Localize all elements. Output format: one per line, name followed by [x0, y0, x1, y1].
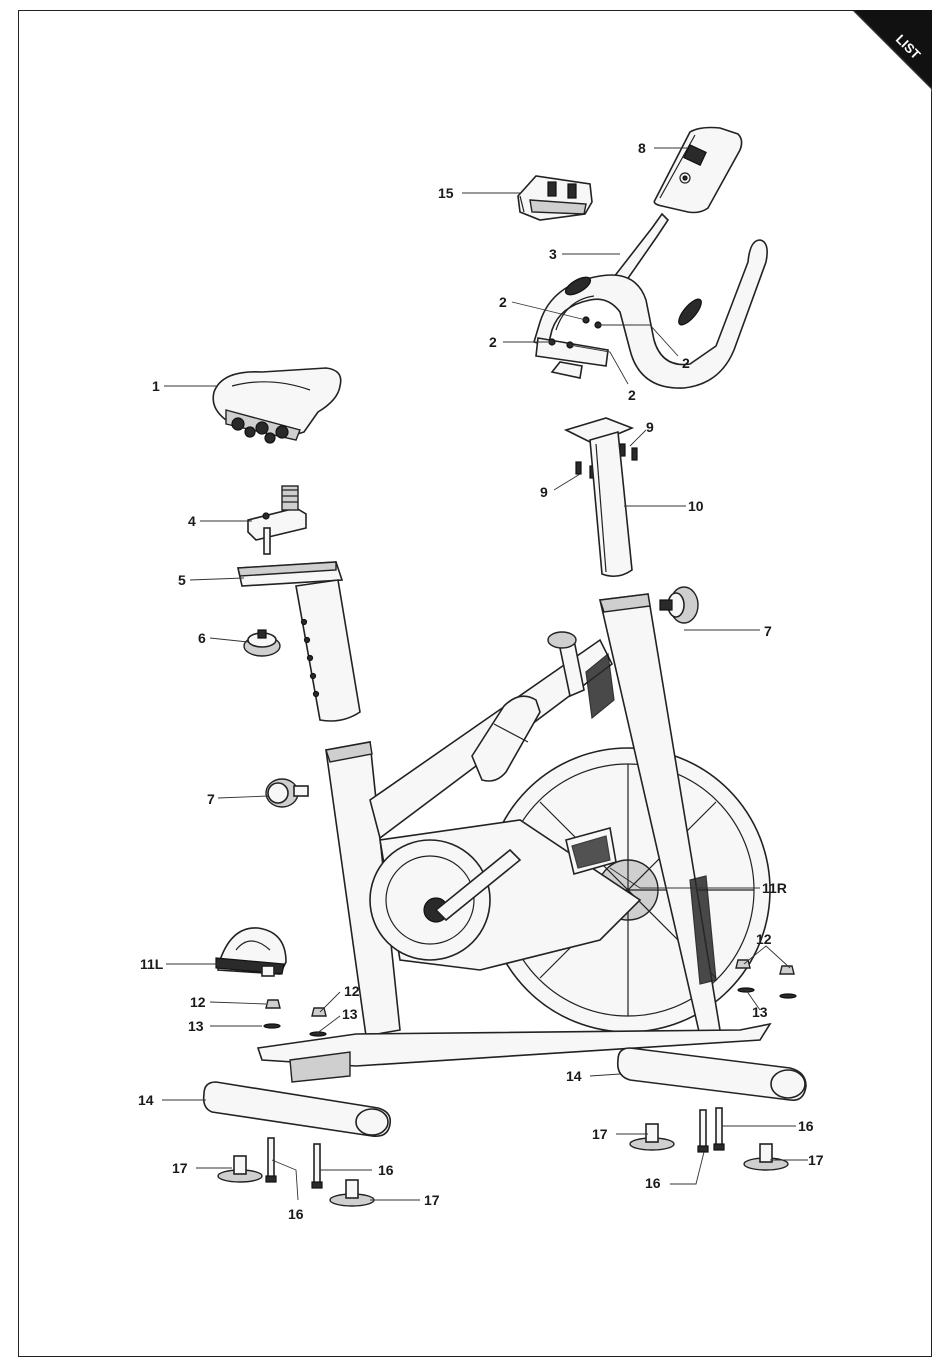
- callout-4: 4: [188, 513, 196, 529]
- part-15-bracket: [518, 176, 592, 220]
- part-14-stabilizer-rear: [204, 1082, 391, 1136]
- corner-tab: LIST: [850, 10, 932, 92]
- callout-13: 13: [188, 1018, 204, 1034]
- callout-1: 1: [152, 378, 160, 394]
- callout-3: 3: [549, 246, 557, 262]
- callout-9: 9: [540, 484, 548, 500]
- callout-16: 16: [645, 1175, 661, 1191]
- part-11L-pedal: [216, 928, 286, 976]
- callout-12: 12: [190, 994, 206, 1010]
- callout-2: 2: [682, 355, 690, 371]
- part-8-console: [654, 128, 741, 213]
- callout-2: 2: [489, 334, 497, 350]
- callout-17: 17: [424, 1192, 440, 1208]
- part-7-knob-right: [660, 587, 698, 623]
- part-7-knob-left: [266, 779, 308, 807]
- part-3-handlebar: [534, 214, 767, 388]
- part-4-seat-slider: [248, 486, 306, 554]
- callout-8: 8: [638, 140, 646, 156]
- callout-17: 17: [592, 1126, 608, 1142]
- callout-11L: 11L: [140, 956, 164, 972]
- callout-17: 17: [808, 1152, 824, 1168]
- callout-6: 6: [198, 630, 206, 646]
- callout-10: 10: [688, 498, 704, 514]
- callout-12: 12: [756, 931, 772, 947]
- callout-9: 9: [646, 419, 654, 435]
- callout-16: 16: [288, 1206, 304, 1222]
- callout-14: 14: [138, 1092, 154, 1108]
- part-14-stabilizer-front: [618, 1048, 806, 1100]
- callout-15: 15: [438, 185, 454, 201]
- callout-5: 5: [178, 572, 186, 588]
- callout-7: 7: [764, 623, 772, 639]
- part-1-saddle: [213, 368, 341, 443]
- callout-12: 12: [344, 983, 360, 999]
- callout-13: 13: [342, 1006, 358, 1022]
- part-10-handlebar-post: [566, 418, 632, 576]
- callout-16: 16: [798, 1118, 814, 1134]
- callout-16: 16: [378, 1162, 394, 1178]
- callout-7: 7: [207, 791, 215, 807]
- callout-11R: 11R: [762, 880, 787, 896]
- part-6-knob: [244, 630, 280, 656]
- callout-13: 13: [752, 1004, 768, 1020]
- callout-2: 2: [499, 294, 507, 310]
- callout-14: 14: [566, 1068, 582, 1084]
- callout-17: 17: [172, 1160, 188, 1176]
- callout-2: 2: [628, 387, 636, 403]
